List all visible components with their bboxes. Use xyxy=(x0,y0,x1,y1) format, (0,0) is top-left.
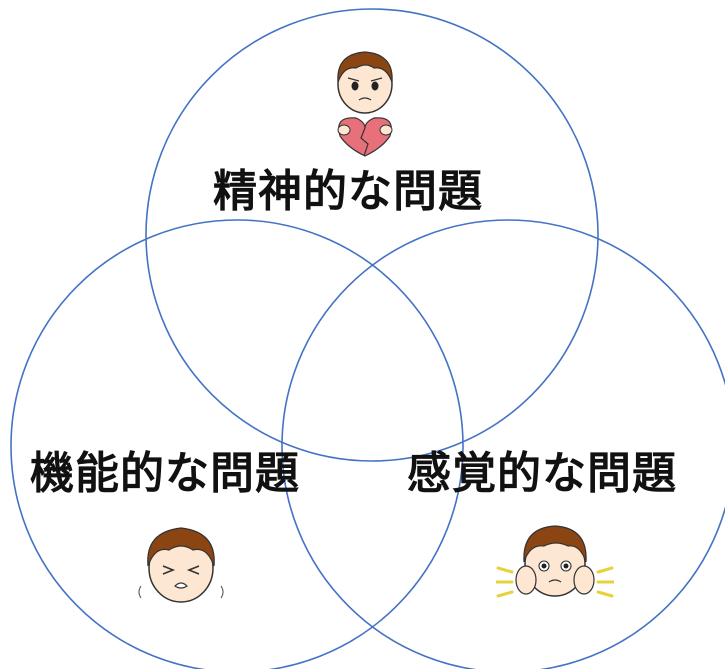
covering-ears-boy-icon xyxy=(496,525,614,598)
circle-functional xyxy=(10,219,464,669)
circle-sensory xyxy=(281,219,725,669)
heartbroken-boy-icon xyxy=(337,51,393,157)
label-mental-problems: 精神的な問題 xyxy=(213,166,483,217)
label-sensory-problems: 感覚的な問題 xyxy=(407,448,677,499)
label-functional-problems: 機能的な問題 xyxy=(30,448,300,499)
wincing-boy-icon xyxy=(138,527,224,603)
circle-mental xyxy=(145,8,599,462)
